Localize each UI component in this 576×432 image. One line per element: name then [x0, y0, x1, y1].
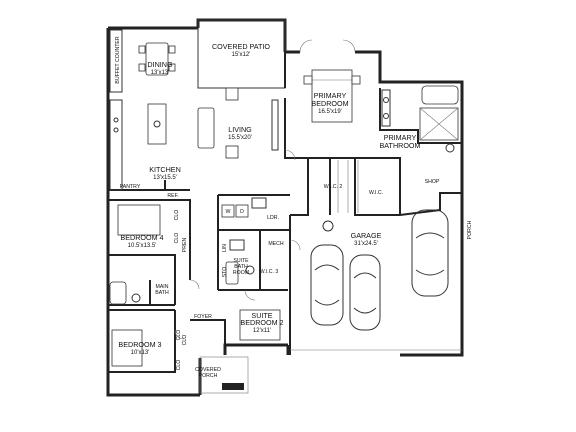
- room-label-suite-bath-2: BATH: [234, 264, 248, 270]
- room-dims-bedroom-3: 10'x13': [131, 350, 150, 356]
- label-linen: LIN: [222, 244, 228, 252]
- room-labels: COVERED PATIO 15'x12' DINING 13'x13' LIV…: [118, 42, 473, 379]
- room-label-shop: SHOP: [425, 179, 440, 185]
- room-dims-covered-patio: 15'x12': [232, 52, 251, 58]
- label-sto: STO: [222, 267, 228, 278]
- room-label-pantry: PANTRY: [120, 184, 141, 190]
- furniture: [109, 29, 459, 394]
- room-label-main-bath-2: BATH: [155, 290, 169, 296]
- room-label-bedroom-3: BEDROOM 3: [118, 340, 161, 349]
- label-clo-bed3-a: CLO: [176, 330, 182, 341]
- fixture-labels: BUFFET COUNTER W D CLO PREN LIN STO CLO …: [115, 36, 244, 370]
- room-dims-living: 15.5'x20': [228, 135, 252, 141]
- room-label-living: LIVING: [228, 125, 252, 134]
- room-label-primary-bathroom-2: BATHROOM: [380, 141, 421, 150]
- car-icon: [411, 209, 449, 297]
- dryer-icon: [235, 204, 249, 218]
- room-label-suite-bath-3: ROOM: [233, 270, 249, 276]
- label-clo-bed4-a: CLO: [174, 210, 180, 221]
- room-label-suite-bath-1: SUITE: [233, 258, 249, 264]
- wall-east: [286, 143, 464, 357]
- room-label-dining: DINING: [147, 60, 173, 69]
- doors: [174, 39, 356, 340]
- wall-west: [106, 26, 200, 397]
- bathtub-icon: [421, 85, 459, 105]
- car-icon: [310, 244, 344, 326]
- room-label-porch: PORCH: [467, 220, 473, 239]
- washer-icon: [221, 204, 235, 218]
- main-bath-tub-icon: [109, 281, 127, 305]
- label-clo-foyer: CLO: [182, 335, 188, 346]
- room-label-covered-porch-2: PORCH: [199, 373, 218, 379]
- room-dims-dining: 13'x13': [151, 70, 170, 76]
- label-washer: W: [226, 209, 231, 215]
- room-label-bedroom-4: BEDROOM 4: [120, 233, 163, 242]
- dining-table-icon: [145, 42, 169, 76]
- bedroom3-bed-icon: [111, 329, 143, 367]
- room-dims-bedroom-4: 10.5'x13.5': [128, 243, 157, 249]
- room-label-primary-bathroom-1: PRIMARY: [384, 133, 417, 142]
- room-label-foyer: FOYER: [194, 314, 212, 320]
- room-label-suite-bedroom-2-2: BEDROOM 2: [240, 318, 283, 327]
- room-label-kitchen: KITCHEN: [149, 165, 181, 174]
- sofa-icon: [197, 107, 215, 149]
- interior-walls: [108, 52, 462, 373]
- wall-north-primary: [285, 50, 464, 143]
- room-dims-primary-bedroom: 16.5'x19': [318, 109, 342, 115]
- label-clo-bed4-b: CLO: [174, 233, 180, 244]
- label-dryer: D: [240, 209, 244, 215]
- room-dims-kitchen: 13'x15.5': [153, 175, 177, 181]
- car-icon: [349, 254, 381, 331]
- porch-bench-icon: [222, 383, 244, 390]
- label-buffet-counter: BUFFET COUNTER: [115, 36, 121, 83]
- room-label-ldr: LDR.: [267, 215, 279, 221]
- buffet-counter-icon: [109, 29, 123, 93]
- room-label-wic-2: W.I.C. 2: [324, 184, 343, 190]
- room-label-wic-3: W.I.C. 3: [260, 269, 279, 275]
- garage-cars: [290, 209, 462, 351]
- bedroom4-bed-icon: [117, 204, 161, 236]
- room-label-main-bath-1: MAIN: [156, 284, 169, 290]
- room-label-garage: GARAGE: [351, 231, 382, 240]
- primary-bed-icon: [311, 69, 353, 123]
- room-label-wic-primary: W.I.C.: [369, 190, 383, 196]
- room-label-covered-patio: COVERED PATIO: [212, 42, 270, 51]
- label-clo-bed3-b: CLO: [176, 360, 182, 371]
- label-pren: PREN: [182, 238, 188, 253]
- room-label-ref: REF.: [167, 193, 178, 199]
- room-dims-garage: 31'x24.5': [354, 241, 378, 247]
- room-dims-suite-bedroom-2: 12'x11': [253, 328, 271, 334]
- kitchen-island-icon: [147, 103, 167, 145]
- room-label-primary-bedroom-1: PRIMARY: [314, 91, 347, 100]
- room-label-primary-bedroom-2: BEDROOM: [311, 99, 348, 108]
- suite-bed-icon: [239, 309, 281, 341]
- room-label-mech: MECH: [268, 241, 284, 247]
- room-label-covered-porch-1: COVERED: [195, 367, 221, 373]
- room-label-suite-bedroom-2-1: SUITE: [251, 311, 272, 320]
